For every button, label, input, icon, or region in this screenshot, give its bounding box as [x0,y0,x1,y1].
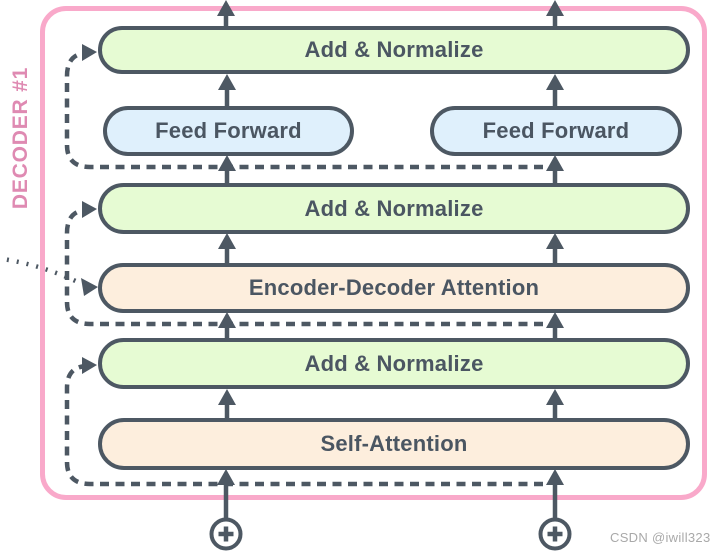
block-encoder-decoder-attention: Encoder-Decoder Attention [98,263,690,313]
block-add-normalize-top: Add & Normalize [98,26,690,74]
block-label: Add & Normalize [304,37,484,62]
block-label: Add & Normalize [304,195,484,221]
block-add-normalize-bottom: Add & Normalize [98,338,690,389]
block-label: Encoder-Decoder Attention [248,275,540,300]
block-self-attention: Self-Attention [98,418,690,470]
block-add-normalize-middle: Add & Normalize [98,183,690,234]
block-label: Feed Forward [155,118,302,143]
block-label: Add & Normalize [304,350,484,376]
block-label: Feed Forward [482,118,630,143]
block-feed-forward-right: Feed Forward [430,106,682,156]
decoder-label: DECODER #1 [9,66,32,210]
watermark: CSDN @iwill323 [610,530,711,545]
plus-circle-icon-left [209,517,243,551]
block-label: Self-Attention [320,431,468,456]
block-feed-forward-left: Feed Forward [103,106,354,156]
plus-circle-icon-right [538,517,572,551]
decoder-frame [40,6,707,500]
